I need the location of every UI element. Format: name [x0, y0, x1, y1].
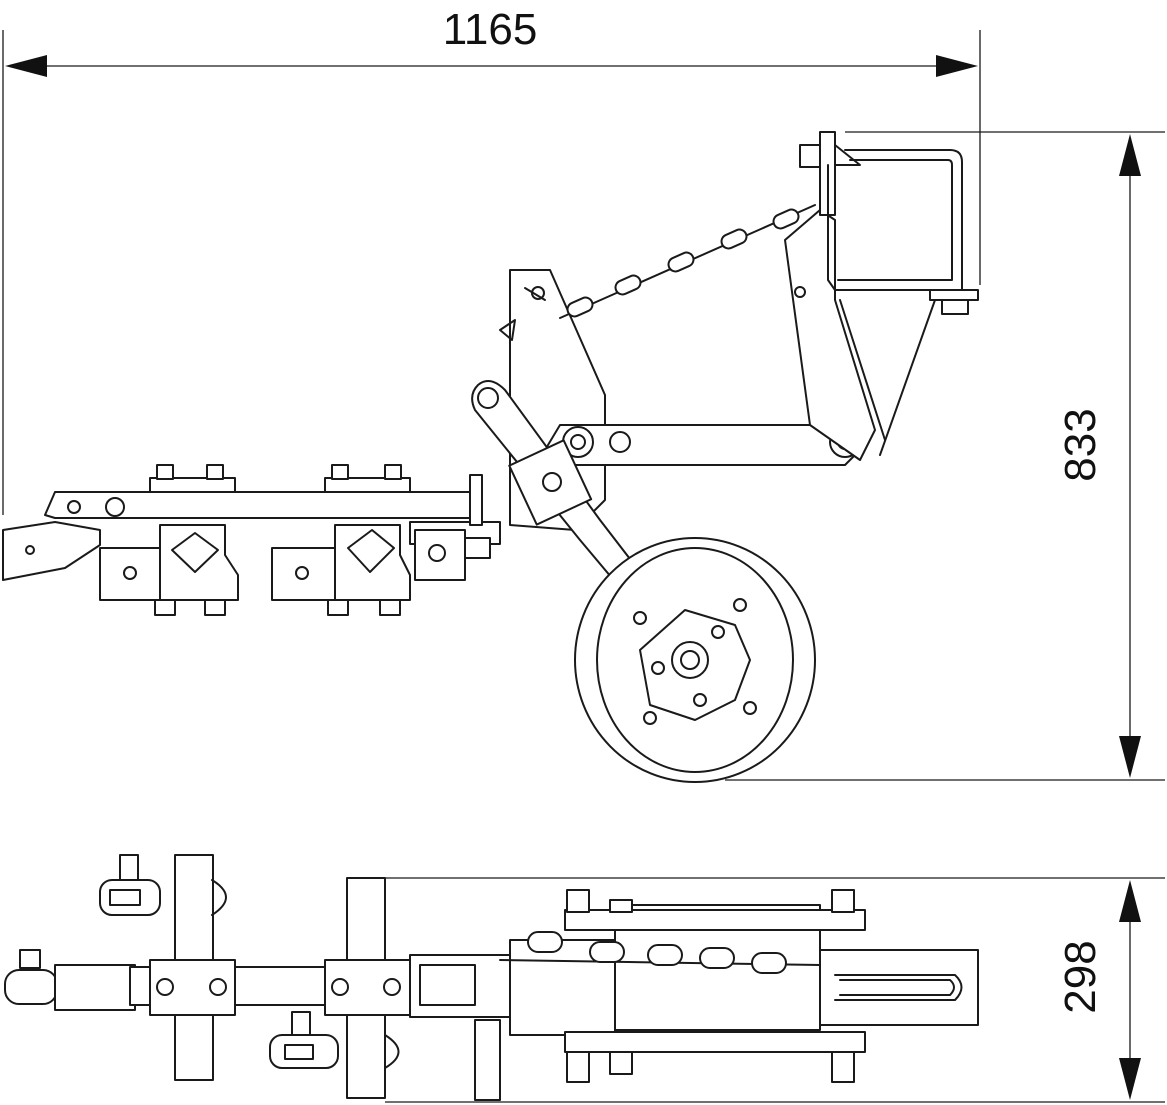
adjust-nut-icon — [542, 472, 562, 492]
tool-clamp-2 — [271, 524, 411, 616]
hitch-plate — [2, 521, 101, 581]
side-height-label: 833 — [1056, 408, 1105, 481]
arrow-up-top — [1119, 880, 1141, 922]
rear-column — [784, 209, 936, 461]
bolt-group-1 — [156, 464, 402, 480]
width-label: 1165 — [443, 5, 538, 54]
top-height-label: 298 — [1056, 940, 1105, 1013]
hitch-pin-icon — [105, 497, 125, 517]
tool-clamp-1 — [99, 524, 239, 616]
side-view — [2, 131, 979, 783]
width-dimension: 1165 — [2, 5, 981, 515]
top-clamp-1 — [99, 854, 236, 1081]
bolt-icon — [799, 144, 821, 168]
arrow-up — [1119, 134, 1141, 176]
parallel-link — [544, 424, 861, 466]
top-view — [4, 854, 979, 1101]
chain — [559, 204, 816, 319]
side-height-dimension: 833 — [725, 131, 1165, 781]
top-clamp-2 — [269, 877, 411, 1099]
nut-icon — [609, 431, 631, 453]
main-beam — [44, 464, 476, 519]
mount-bracket — [799, 131, 979, 315]
rear-bracket — [409, 474, 501, 581]
depth-wheel — [574, 537, 816, 783]
top-chain — [499, 931, 821, 974]
top-height-dimension: 298 — [385, 877, 1165, 1103]
top-hitch — [4, 949, 136, 1011]
arrow-right — [936, 55, 978, 77]
arrow-down — [1119, 736, 1141, 778]
top-rear-plate — [819, 949, 979, 1026]
arrow-left — [5, 55, 47, 77]
arrow-down-top — [1119, 1058, 1141, 1100]
